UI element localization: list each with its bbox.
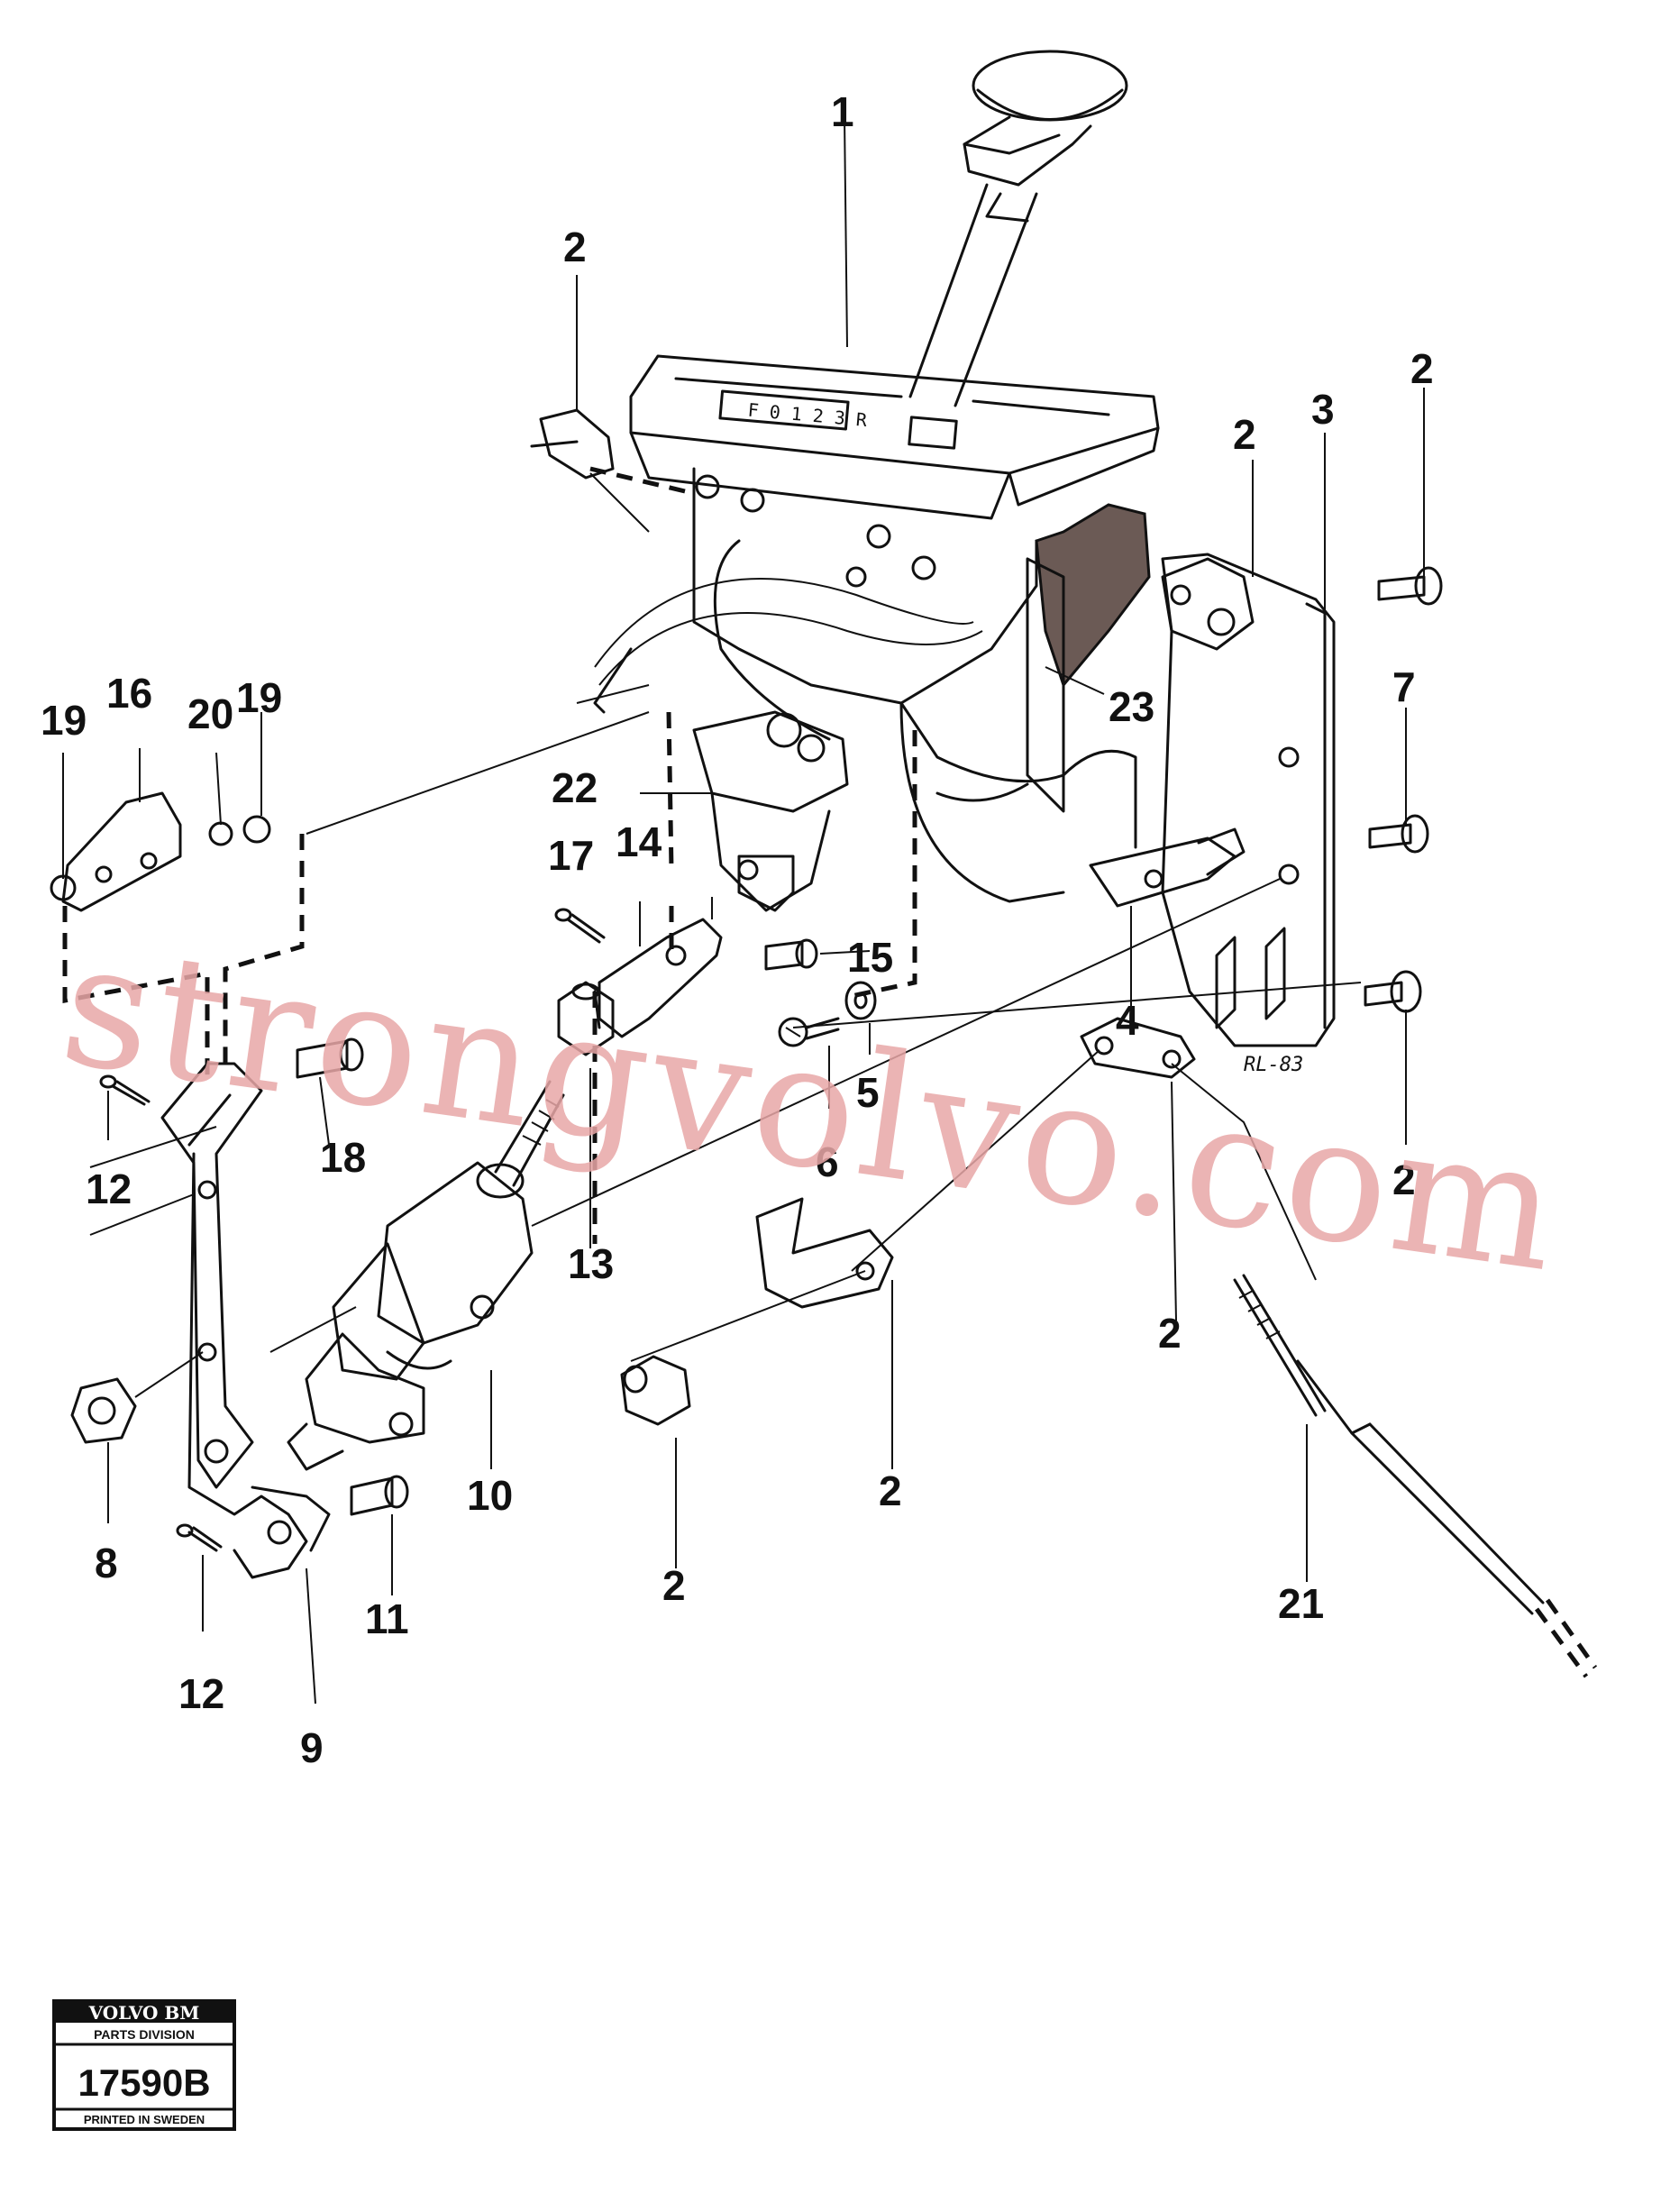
cylinder-10 <box>287 1080 565 1471</box>
callout-14: 14 <box>616 818 662 865</box>
callout-6: 6 <box>816 1138 839 1185</box>
lever-arm-9 <box>160 1062 331 1579</box>
stamp-division: PARTS DIVISION <box>94 2027 195 2042</box>
spacer-nut <box>620 1355 691 1426</box>
callout-2-top: 2 <box>563 224 587 270</box>
callouts: 1 2 2 3 2 7 23 22 17 14 15 4 5 6 2 19 16… <box>41 88 1434 1771</box>
stamp-number: 17590B <box>78 2061 210 2104</box>
callout-20: 20 <box>187 690 233 737</box>
volvo-bm-stamp: VOLVO BM PARTS DIVISION 17590B PRINTED I… <box>52 1999 236 2131</box>
callout-19-right: 19 <box>236 674 282 721</box>
callout-11: 11 <box>365 1595 409 1642</box>
callout-7: 7 <box>1392 663 1416 710</box>
callout-1: 1 <box>831 88 854 135</box>
neutral-switch <box>692 710 849 912</box>
callout-10: 10 <box>467 1472 513 1519</box>
callout-2-upper-right: 2 <box>1410 345 1434 392</box>
clamp-saddle <box>755 1197 894 1309</box>
screw-6 <box>778 1017 840 1047</box>
clamp-link <box>1080 1017 1196 1079</box>
bolt-7 <box>1368 814 1429 854</box>
callout-17: 17 <box>548 832 594 879</box>
callout-13: 13 <box>568 1240 614 1287</box>
callout-2-link: 2 <box>1233 411 1256 458</box>
callout-23: 23 <box>1109 683 1154 730</box>
callout-2-spacer: 2 <box>662 1562 686 1609</box>
callout-12-lower: 12 <box>178 1670 224 1717</box>
fork-end-14 <box>593 918 723 1038</box>
control-cable-21 <box>1233 1274 1598 1678</box>
nut-8 <box>70 1377 137 1444</box>
callout-3: 3 <box>1311 386 1335 433</box>
pin-11 <box>350 1475 409 1516</box>
lever-plate-16 <box>50 791 271 912</box>
stamp-brand: VOLVO BM <box>88 2002 200 2024</box>
callout-22: 22 <box>552 764 598 811</box>
pin-18 <box>296 1037 364 1079</box>
washer-5 <box>844 981 877 1020</box>
callout-15: 15 <box>847 934 893 981</box>
callout-2-right: 2 <box>1392 1156 1416 1203</box>
callout-5: 5 <box>856 1069 880 1116</box>
cotter-pin-lower <box>176 1523 223 1552</box>
mounting-bracket: RL-83 <box>1161 553 1336 1076</box>
callout-19-left: 19 <box>41 697 87 744</box>
callout-2-saddle: 2 <box>879 1467 902 1514</box>
callout-9: 9 <box>300 1724 324 1771</box>
callout-2-nut: 2 <box>1158 1310 1182 1357</box>
callout-8: 8 <box>95 1540 118 1586</box>
callout-21: 21 <box>1278 1580 1324 1627</box>
callout-12-upper: 12 <box>86 1165 132 1212</box>
pin-15 <box>764 938 818 971</box>
clip-bracket-top <box>530 408 686 533</box>
drawing-mark: RL-83 <box>1244 1054 1303 1076</box>
stamp-printed: PRINTED IN SWEDEN <box>84 2113 205 2126</box>
callout-16: 16 <box>106 670 152 717</box>
bolt-lower-right <box>1364 970 1422 1013</box>
callout-4: 4 <box>1116 997 1139 1044</box>
leader-lines <box>62 116 1425 1705</box>
cotter-pin-17 <box>554 908 606 944</box>
gear-lever-assembly: F 0 1 2 3 R <box>576 50 1246 908</box>
cotter-pin-upper <box>99 1074 151 1106</box>
callout-18: 18 <box>320 1134 366 1181</box>
bolt-upper-right <box>1377 566 1443 606</box>
